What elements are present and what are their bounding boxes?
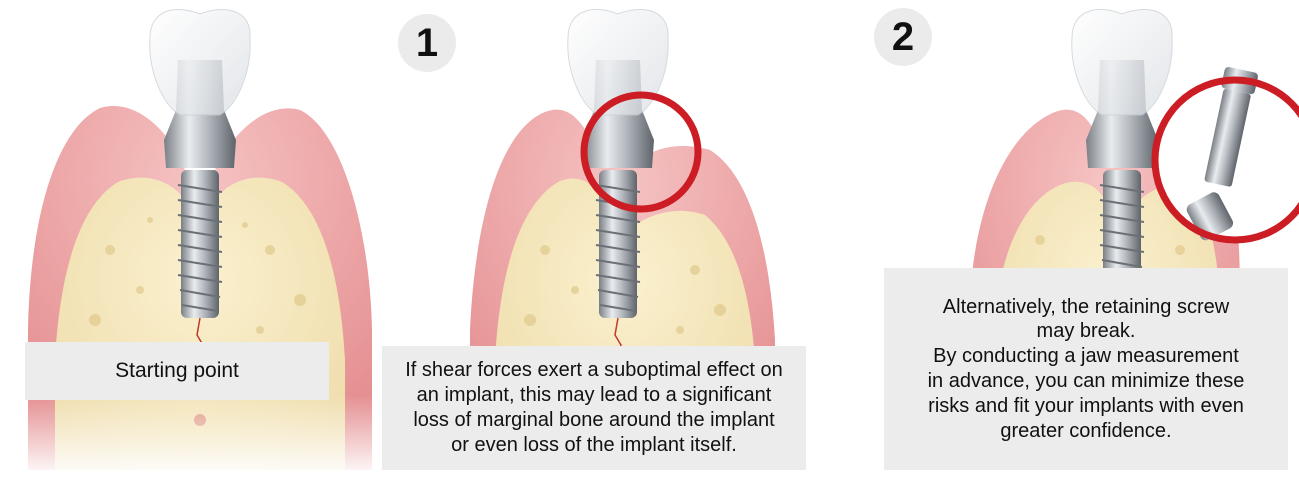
implant-illustration — [0, 0, 400, 478]
caption-line: greater confidence. — [1000, 419, 1171, 444]
step-number-badge: 1 — [398, 14, 456, 72]
caption-line: Starting point — [115, 358, 239, 384]
caption-line: may break. — [1037, 319, 1136, 344]
panel-starting-point: Starting point — [0, 0, 400, 478]
crown — [150, 9, 250, 115]
caption-line: Alternatively, the retaining screw — [943, 295, 1229, 320]
panel-bone-loss: 1 If shear forces exert a suboptimal eff… — [420, 0, 840, 478]
caption-line: an implant, this may lead to a significa… — [417, 383, 772, 408]
caption-line: in advance, you can minimize these — [928, 369, 1245, 394]
caption-lines: If shear forces exert a suboptimal effec… — [405, 358, 783, 457]
caption-lines: Alternatively, the retaining screw may b… — [928, 295, 1245, 444]
caption-bone-loss: If shear forces exert a suboptimal effec… — [382, 346, 806, 470]
caption-broken-screw: Alternatively, the retaining screw may b… — [884, 268, 1288, 470]
caption-line: By conducting a jaw measurement — [933, 344, 1239, 369]
caption-line: If shear forces exert a suboptimal effec… — [405, 358, 783, 383]
step-number-badge: 2 — [874, 8, 932, 66]
caption-lines: Starting point — [115, 358, 239, 384]
caption-starting-point: Starting point — [25, 342, 329, 400]
caption-line: loss of marginal bone around the implant — [413, 408, 774, 433]
crown — [1072, 9, 1172, 115]
panel-broken-screw: 2 Alternatively, the retaining screw may… — [880, 0, 1299, 478]
caption-line: risks and fit your implants with even — [928, 394, 1244, 419]
implant-screw — [1100, 170, 1144, 278]
caption-line: or even loss of the implant itself. — [451, 433, 737, 458]
